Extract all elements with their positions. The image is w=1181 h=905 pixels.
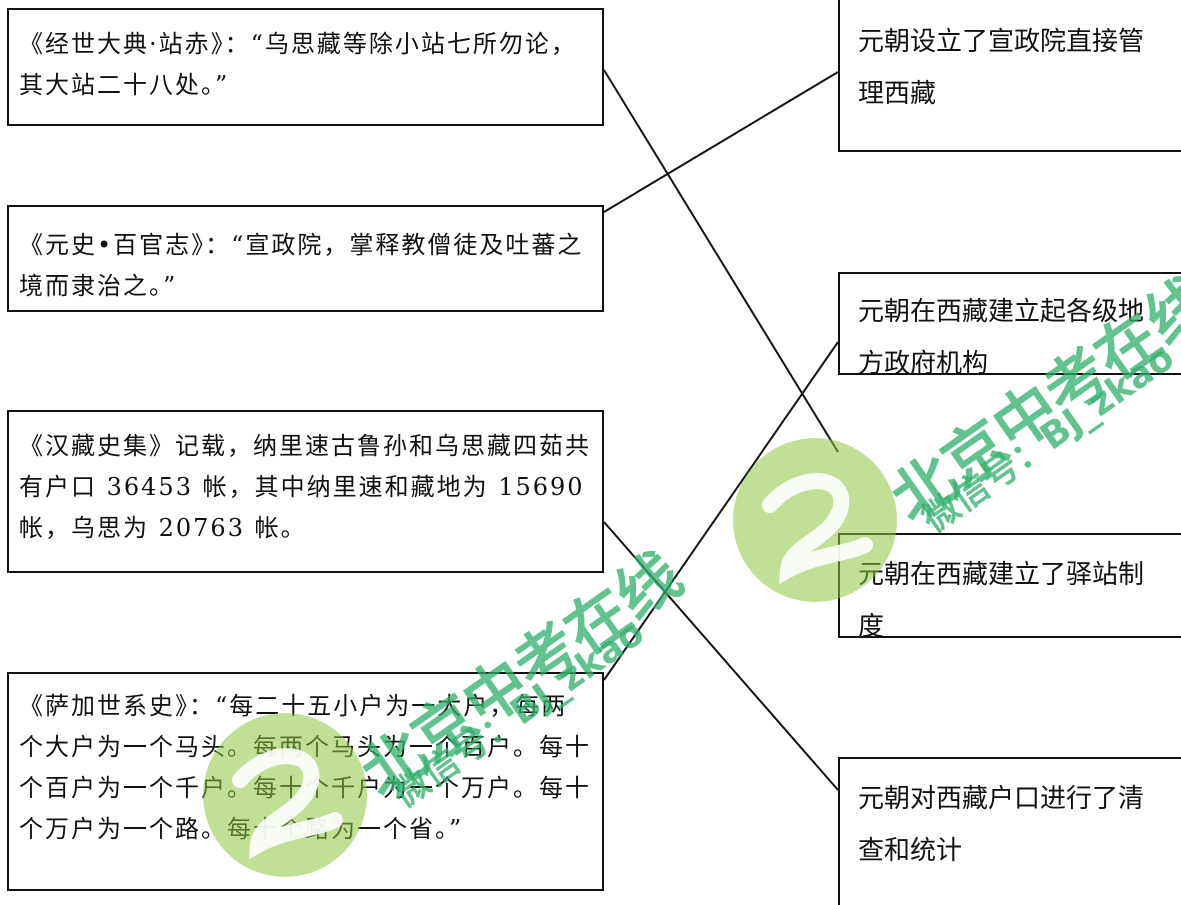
result-text: 元朝在西藏建立了驿站制度 [858, 560, 1145, 638]
connector-line-3 [603, 521, 839, 791]
source-text: 《汉藏史集》记载，纳里速古鲁孙和乌思藏四茹共有户口 36453 帐，其中纳里速和… [19, 432, 591, 542]
connector-line-4 [603, 341, 839, 681]
result-box-local-government: 元朝在西藏建立起各级地方政府机构 [838, 272, 1181, 375]
connector-line-2 [603, 71, 839, 213]
source-box-hanzang-shiji: 《汉藏史集》记载，纳里速古鲁孙和乌思藏四茹共有户口 36453 帐，其中纳里速和… [7, 410, 604, 573]
result-box-household-census: 元朝对西藏户口进行了清查和统计 [838, 757, 1181, 905]
source-box-yuanshi: 《元史•百官志》：“宣政院，掌释教僧徒及吐蕃之境而隶治之。” [7, 205, 604, 312]
source-text: 《经世大典·站赤》：“乌思藏等除小站七所勿论，其大站二十八处。” [19, 30, 577, 99]
result-text: 元朝在西藏建立起各级地方政府机构 [858, 297, 1145, 375]
source-text: 《元史•百官志》：“宣政院，掌释教僧徒及吐蕃之境而隶治之。” [19, 231, 584, 300]
source-text: 《萨加世系史》：“每二十五小户为一大户，每两个大户为一个马头。每两个马头为一个百… [19, 692, 591, 843]
result-text: 元朝对西藏户口进行了清查和统计 [858, 784, 1145, 866]
result-box-xuanzhengyuan: 元朝设立了宣政院直接管理西藏 [838, 0, 1181, 152]
source-box-jingshi-dadian: 《经世大典·站赤》：“乌思藏等除小站七所勿论，其大站二十八处。” [7, 8, 604, 126]
result-text: 元朝设立了宣政院直接管理西藏 [858, 27, 1145, 109]
connector-line-1 [603, 69, 839, 453]
result-box-relay-stations: 元朝在西藏建立了驿站制度 [838, 533, 1181, 638]
source-box-sajia-shixi: 《萨加世系史》：“每二十五小户为一大户，每两个大户为一个马头。每两个马头为一个百… [7, 672, 604, 891]
